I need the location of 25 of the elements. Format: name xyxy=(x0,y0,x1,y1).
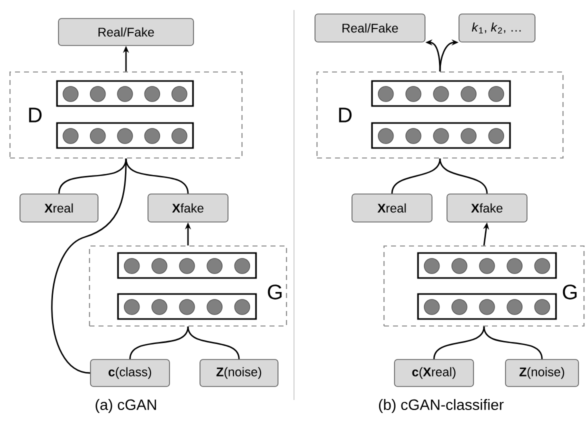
connector-line xyxy=(58,158,127,194)
caption: (b) cGAN-classifier xyxy=(379,399,504,413)
input-box: Xfake xyxy=(446,194,528,222)
connector-line xyxy=(391,158,441,194)
connector-line xyxy=(439,158,488,194)
network-label: G xyxy=(562,284,577,300)
input-box: c(class) xyxy=(90,359,170,387)
output-box: Real/Fake xyxy=(314,14,426,42)
input-box: Z(noise) xyxy=(200,359,278,387)
connector-line xyxy=(433,326,485,360)
output-box: Real/Fake xyxy=(58,18,194,46)
connector-line xyxy=(187,326,240,360)
network-label: G xyxy=(268,284,282,300)
input-box: Xreal xyxy=(20,194,98,222)
output-box: k$_{1}$, k$_{2}$, … xyxy=(458,14,536,42)
input-box: c(Xreal) xyxy=(394,359,474,387)
connector-line xyxy=(483,326,543,360)
input-box: Xfake xyxy=(148,194,228,222)
connector-line xyxy=(129,326,189,360)
connector-line xyxy=(51,158,127,374)
connector-line xyxy=(125,158,189,194)
input-box: Z(noise) xyxy=(505,359,579,387)
network-label: D xyxy=(29,108,42,122)
network-label: D xyxy=(339,108,352,122)
input-box: Xreal xyxy=(352,194,432,222)
